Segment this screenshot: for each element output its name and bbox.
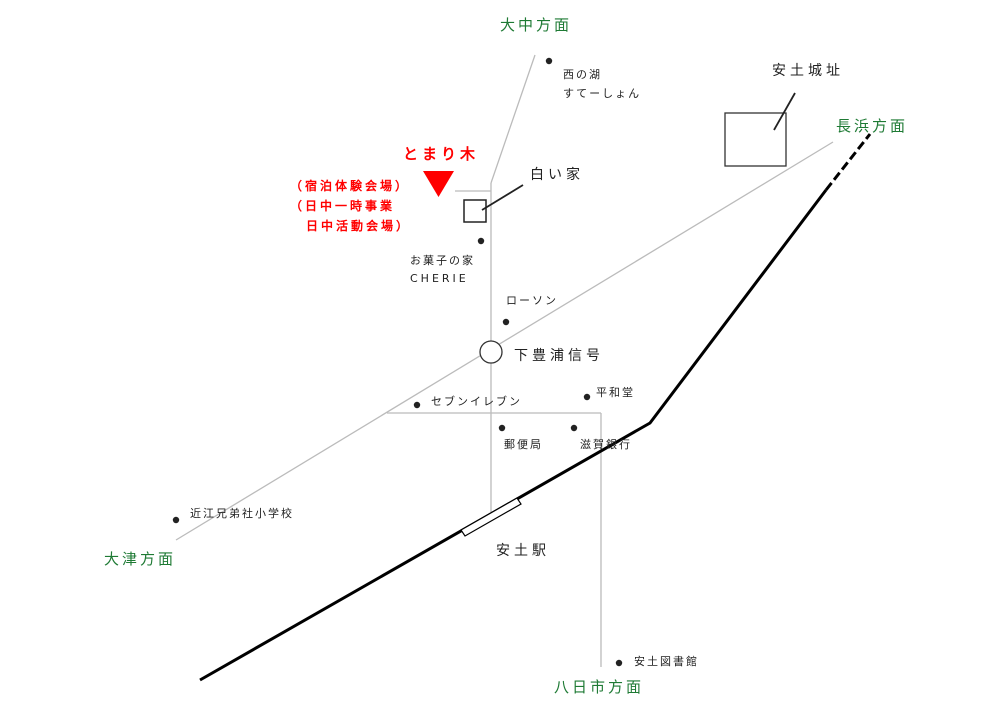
direction-label-south: 八日市方面 — [554, 678, 645, 696]
venue-title: とまり木 — [403, 145, 480, 163]
white-house-square — [463, 199, 487, 223]
red-triangle-marker — [423, 171, 454, 197]
castle-site-square — [724, 112, 787, 167]
dot-nishinoko — [545, 57, 553, 65]
castle-pointer-line — [773, 92, 796, 131]
road-diagonal-nagahama-otsu — [175, 141, 834, 541]
station-platform — [460, 497, 522, 537]
road-north — [490, 54, 536, 184]
seven-eleven-label: セブンイレブン — [431, 395, 522, 408]
direction-label-southwest: 大津方面 — [104, 550, 177, 568]
railway-dashed-extension — [824, 133, 872, 191]
venue-line-1: （宿泊体験会場） — [290, 179, 411, 193]
dot-shiga-bank — [570, 424, 578, 432]
nishinoko-label-line2: すてーしょん — [563, 87, 642, 100]
okashi-label-line1: お菓子の家 — [410, 254, 475, 267]
library-label: 安土図書館 — [634, 655, 699, 668]
venue-line-2: （日中一時事業 — [290, 199, 396, 213]
school-label: 近江兄弟社小学校 — [190, 507, 294, 520]
dot-okashi — [477, 237, 485, 245]
dot-post — [498, 424, 506, 432]
lawson-label: ローソン — [506, 294, 558, 307]
okashi-label-line2: CHERIE — [410, 272, 469, 285]
dot-lawson — [502, 318, 510, 326]
signal-label: 下豊浦信号 — [514, 348, 604, 364]
white-house-label: 白い家 — [530, 167, 584, 183]
station-label: 安土駅 — [496, 543, 550, 559]
railway-line — [199, 189, 828, 682]
white-house-pointer-line — [481, 184, 524, 211]
dot-heiwado — [583, 393, 591, 401]
direction-label-north: 大中方面 — [500, 16, 573, 34]
venue-line-3: 日中活動会場） — [306, 219, 412, 233]
dot-seven — [413, 401, 421, 409]
castle-label: 安土城址 — [772, 63, 844, 79]
dot-library — [615, 659, 623, 667]
post-office-label: 郵便局 — [504, 438, 543, 451]
dot-school — [172, 516, 180, 524]
shiga-bank-label: 滋賀銀行 — [580, 438, 632, 451]
nishinoko-label-line1: 西の湖 — [563, 68, 602, 81]
direction-label-northeast: 長浜方面 — [836, 117, 909, 135]
heiwado-label: 平和堂 — [596, 386, 635, 399]
signal-circle — [479, 340, 503, 364]
